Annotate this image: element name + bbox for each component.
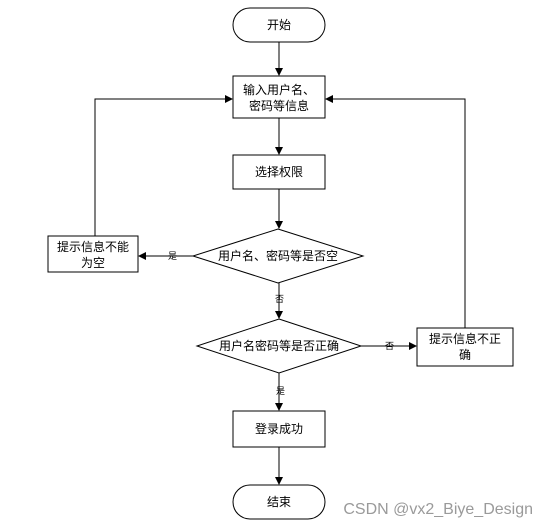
edge-wrong-tip-loop — [325, 95, 466, 328]
edge-label-correct-no: 否 — [385, 341, 394, 352]
success-label: 登录成功 — [255, 421, 303, 436]
empty-tip-process — [47, 235, 139, 273]
empty-tip-label-line2: 为空 — [81, 256, 105, 270]
input-label-line1: 输入用户名、 — [243, 82, 315, 97]
end-terminal — [232, 484, 326, 520]
check-empty-decision — [191, 228, 365, 284]
wrong-tip-label-line1: 提示信息不正 — [429, 331, 501, 346]
input-label-line2: 密码等信息 — [249, 98, 309, 113]
check-empty-label: 用户名、密码等是否空 — [218, 248, 338, 263]
wrong-tip-label-line2: 确 — [459, 348, 471, 362]
watermark: CSDN @vx2_Biye_Design — [343, 501, 533, 518]
edge-label-correct-yes: 是 — [276, 386, 285, 397]
edge-empty-tip-loop — [94, 95, 233, 236]
end-label: 结束 — [267, 495, 291, 509]
start-label: 开始 — [267, 18, 291, 32]
check-correct-label: 用户名密码等是否正确 — [219, 338, 339, 353]
edge-label-empty-yes: 是 — [168, 251, 177, 262]
wrong-tip-process — [416, 327, 514, 367]
success-process — [232, 410, 326, 448]
select-label: 选择权限 — [255, 165, 303, 179]
empty-tip-label-line1: 提示信息不能 — [57, 239, 129, 254]
edge-label-empty-no: 否 — [275, 294, 284, 305]
select-permission-process — [232, 154, 326, 190]
input-process — [232, 75, 326, 119]
